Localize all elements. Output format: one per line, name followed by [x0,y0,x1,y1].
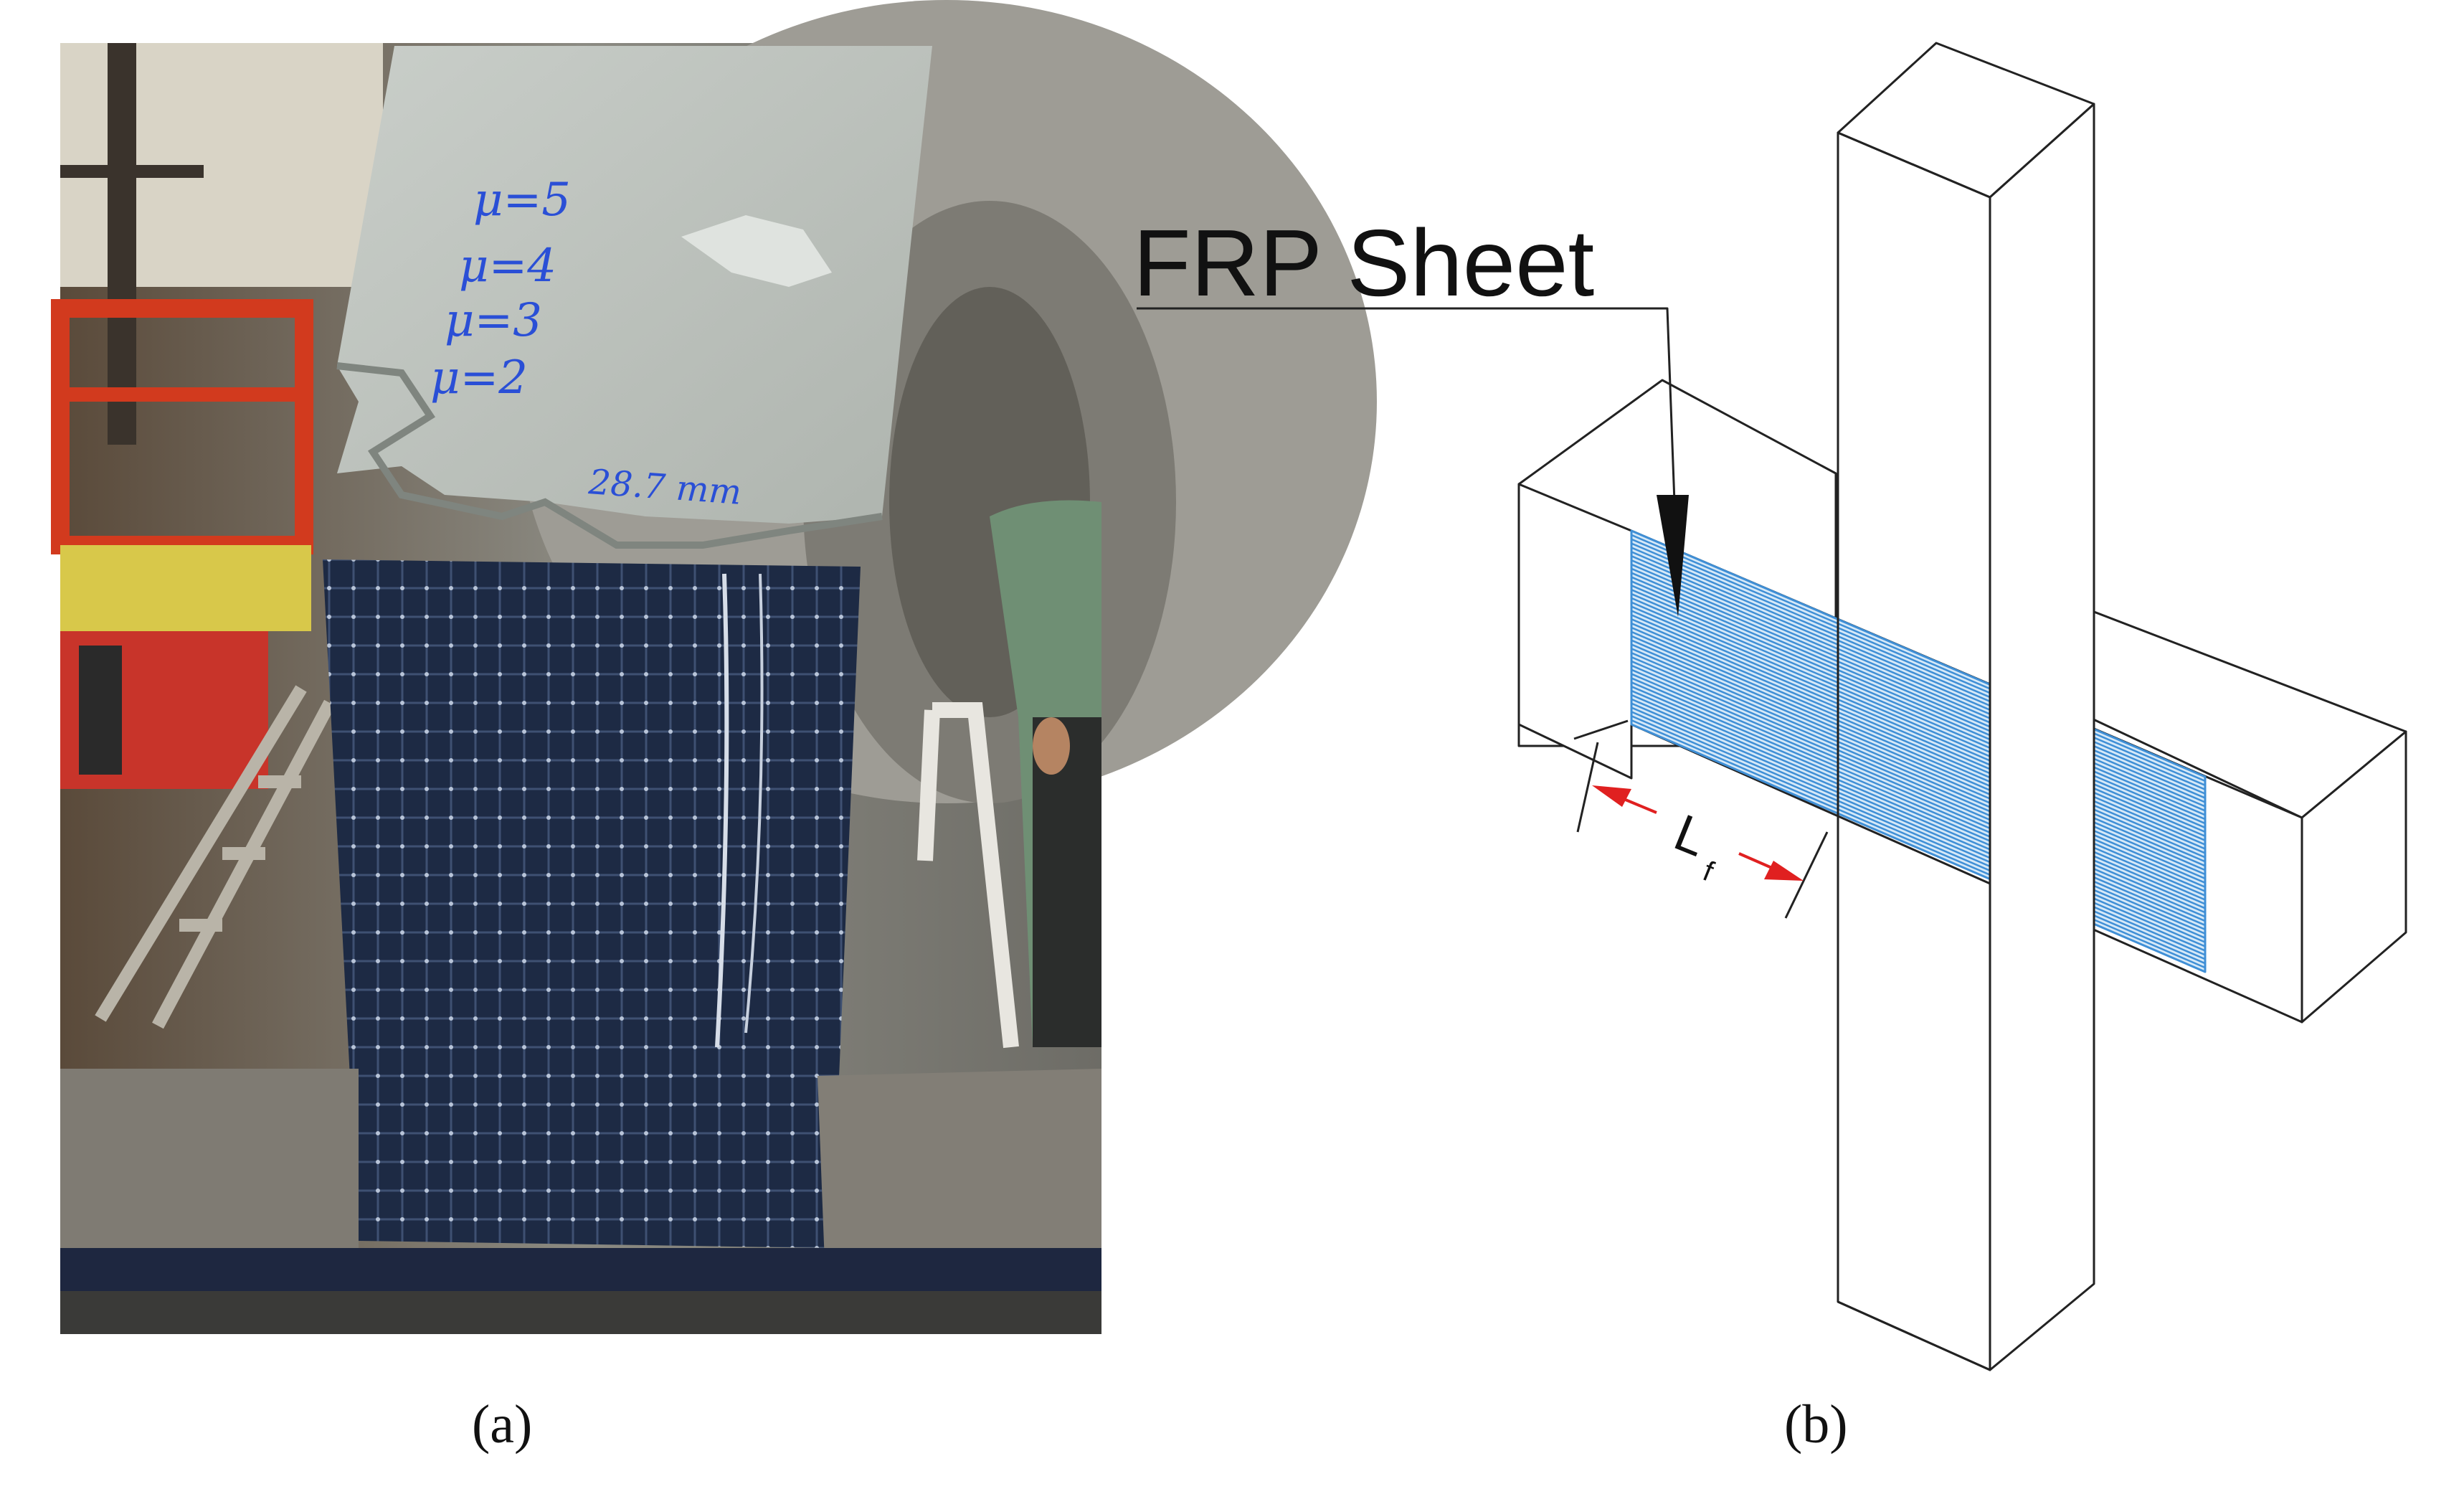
frp-fibre-line [1631,547,2206,795]
frp-fibre-line [1631,639,2206,888]
frp-fibre-line [1631,572,2206,821]
joint-diagram: FRP Sheet L f [1133,42,2407,1371]
frp-fibre-line [1631,534,2206,783]
caption-b: (b) [1784,1394,1848,1455]
frp-fibre-line [1631,694,2206,943]
frp-fibre-line [1631,635,2206,884]
frp-fibre-line [1631,706,2206,956]
dimension-extension-left [1576,742,1599,833]
frp-fibre-line [1631,698,2206,947]
frp-fibre-line [1631,719,2206,969]
frp-fibre-line [1631,551,2206,799]
frp-fibre-line [1631,585,2206,833]
frp-fibre-line [1631,626,2206,876]
frp-fibre-line [1631,668,2206,918]
frp-fibre-line [1631,656,2206,905]
dimension-extension-right [1784,831,1829,919]
frp-sheet-fibres [1631,534,2206,969]
frp-fibre-line [1631,652,2206,901]
handwriting-mu-5: μ=5 [473,174,571,227]
frp-fibre-line [1631,664,2206,914]
frp-fibre-line [1631,702,2206,952]
handwriting-mu-4: μ=4 [459,240,556,293]
frp-fibre-line [1631,589,2206,837]
frp-fibre-line [1631,618,2206,867]
frp-fibre-line [1631,715,2206,965]
frp-fibre-line [1631,660,2206,909]
caption-a: (a) [472,1394,533,1455]
frp-fibre-line [1631,592,2206,841]
frp-fibre-line [1631,601,2206,850]
dimension-arrow [1592,785,1804,881]
frp-fibre-line [1631,677,2206,927]
person [990,500,1101,1047]
footing-right [818,1069,1101,1270]
column-front-face [1837,131,1991,1371]
frp-fibre-line [1631,689,2206,939]
dimension-label-l: L [1667,804,1715,868]
frp-fibre-line [1631,559,2206,808]
frp-fibre-line [1631,673,2206,922]
frp-sheet-label: FRP Sheet [1133,210,1594,316]
frp-fibre-line [1631,576,2206,825]
handwriting-mu-2: μ=2 [430,351,528,405]
concrete-column-top [337,46,932,524]
ladder [95,685,336,1029]
frp-fibre-line [1631,630,2206,880]
frp-fibre-line [1631,648,2206,897]
frp-fibre-line [1631,567,2206,816]
frp-fibre-line [1631,681,2206,931]
scissor-lift [51,299,313,789]
frp-fibre-line [1631,563,2206,812]
frp-fibre-line [1631,610,2206,859]
frp-fibre-line [1631,580,2206,829]
frp-wrapped-column-base [323,559,861,1248]
frp-fibre-line [1631,643,2206,892]
specimen-photo: μ=5 μ=4 μ=3 μ=2 28.7 mm [51,0,1377,1334]
handwriting-mu-3: μ=3 [445,294,542,347]
frp-fibre-line [1631,622,2206,871]
frp-fibre-line [1631,597,2206,846]
frp-fibre-line [1631,711,2206,960]
frp-fibre-line [1631,538,2206,786]
frp-fibre-line [1631,614,2206,863]
frp-fibre-line [1631,542,2206,790]
frp-leader-line [1137,307,1676,503]
frp-fibre-line [1631,686,2206,935]
left-beam-end [1517,483,1633,780]
footing-left [60,1069,359,1277]
frp-fibre-line [1631,555,2206,803]
column-side-face [1989,103,2095,1371]
frp-leader-arrowhead [1657,495,1689,617]
frp-fibre-line [1631,605,2206,854]
dimension-label-subscript: f [1699,856,1719,888]
